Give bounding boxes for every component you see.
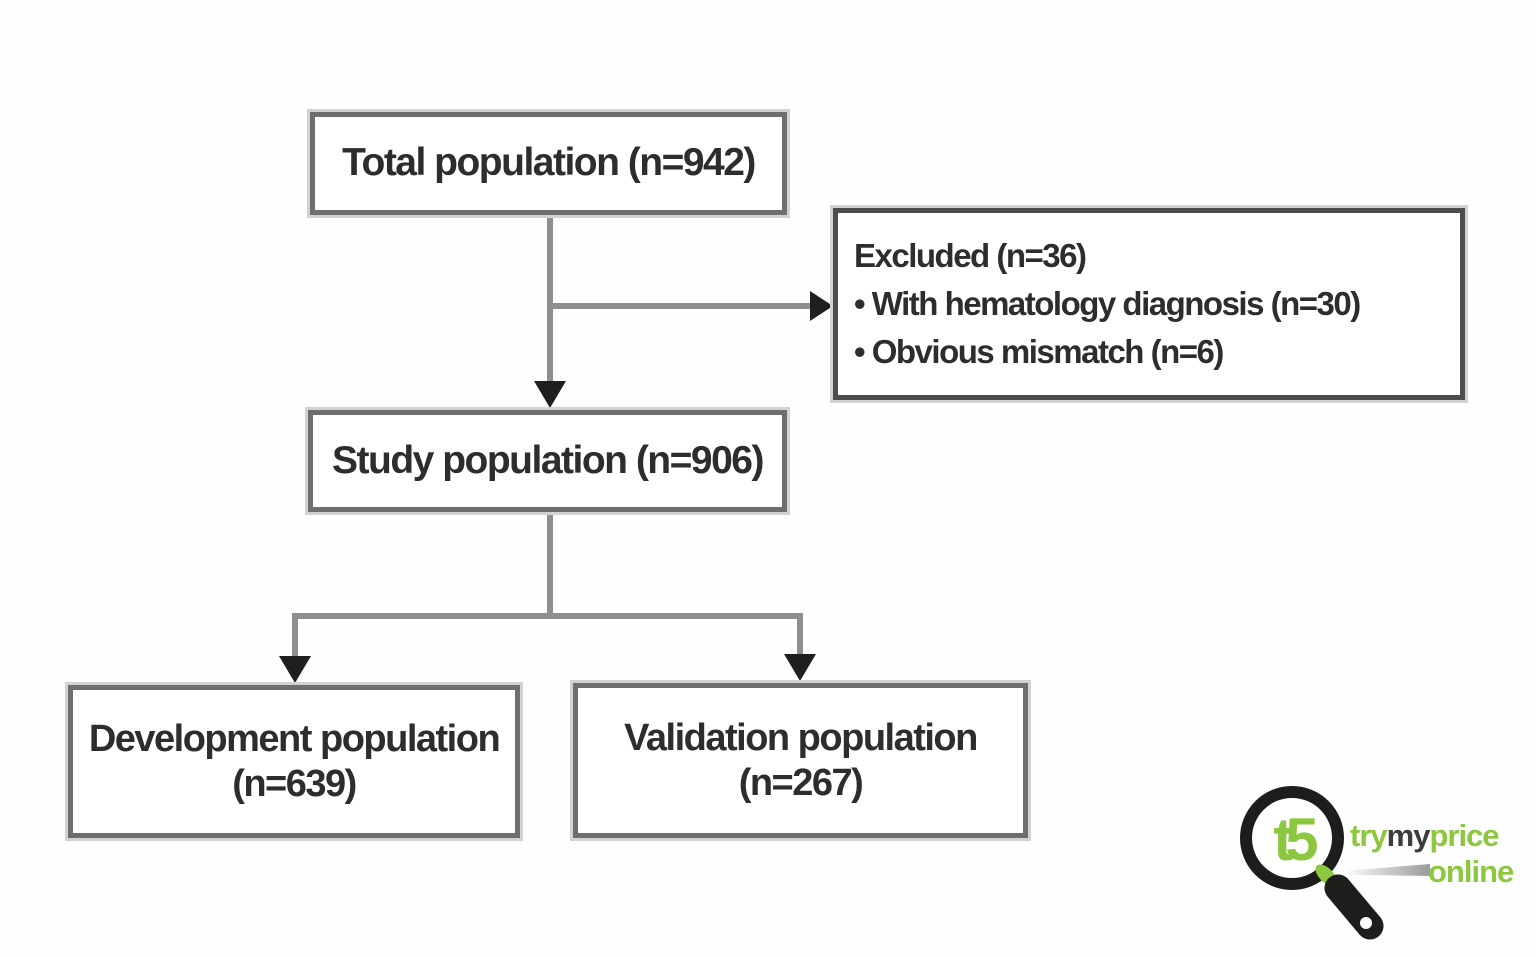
magnifier-lens — [1240, 786, 1344, 890]
excluded-item: • With hematology diagnosis (n=30) — [854, 285, 1361, 323]
trymyprice-watermark: t5 trymyprice online — [1228, 776, 1536, 957]
arrowhead-into-study — [534, 381, 566, 408]
validation-population-count: (n=267) — [738, 761, 864, 804]
excluded-box: Excluded (n=36) • With hematology diagno… — [833, 208, 1465, 400]
study-population-box: Study population (n=906) — [308, 410, 787, 512]
development-population-count: (n=639) — [232, 762, 357, 805]
connector-study-down — [547, 512, 553, 619]
handle-highlight-dot — [1360, 917, 1372, 929]
brand-name-line1: trymyprice — [1350, 818, 1500, 854]
validation-population-label: Validation population — [624, 716, 978, 759]
study-population-label: Study population (n=906) — [332, 438, 764, 482]
brand-word-my: my — [1386, 818, 1431, 853]
connector-to-validation — [797, 613, 803, 661]
total-population-box: Total population (n=942) — [310, 112, 787, 215]
development-population-box: Development population (n=639) — [68, 685, 520, 838]
brand-word-price: price — [1429, 818, 1499, 853]
arrowhead-into-excluded — [810, 291, 833, 321]
arrowhead-into-validation — [784, 654, 816, 681]
total-population-label: Total population (n=942) — [342, 141, 756, 185]
arrowhead-into-development — [279, 656, 311, 683]
development-population-label: Development population — [88, 717, 501, 760]
validation-population-box: Validation population (n=267) — [573, 683, 1028, 838]
connector-split-horizontal — [292, 613, 803, 619]
excluded-item: • Obvious mismatch (n=6) — [854, 332, 1224, 370]
excluded-title: Excluded (n=36) — [854, 237, 1087, 275]
brand-word-online: online — [1428, 854, 1514, 889]
magnifier-icon: t5 — [1240, 786, 1384, 940]
connector-to-development — [292, 613, 298, 661]
connector-total-to-study — [547, 215, 553, 387]
connector-branch-to-excluded — [550, 303, 814, 309]
brand-word-try: try — [1350, 818, 1388, 853]
